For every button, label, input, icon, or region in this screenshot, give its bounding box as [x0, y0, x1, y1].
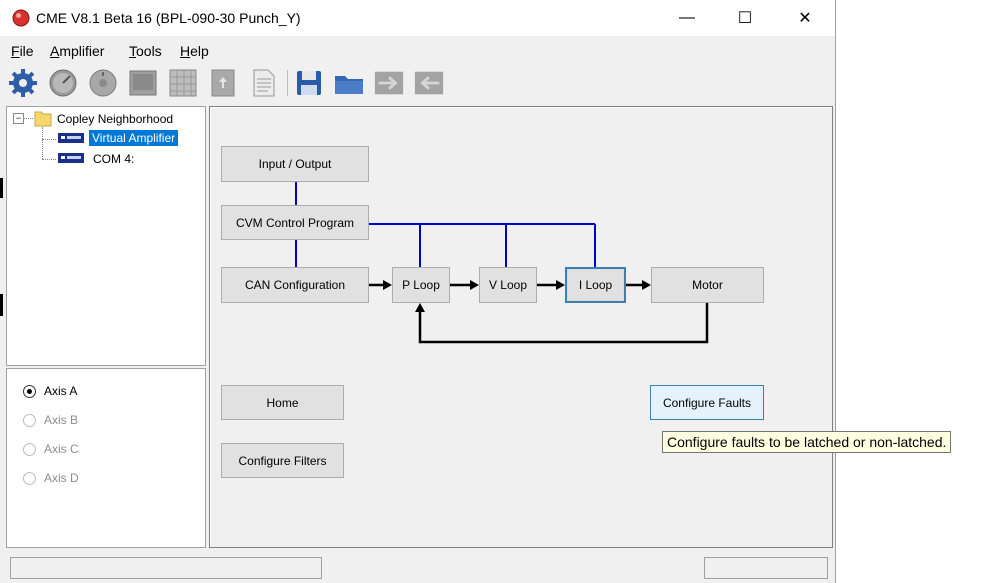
menu-bar: File Amplifier Tools Help	[0, 38, 835, 62]
axis-a-radio[interactable]	[23, 385, 36, 398]
forward-arrow-icon[interactable]	[373, 67, 405, 99]
motor-button[interactable]: Motor	[651, 267, 764, 303]
menu-file[interactable]: File	[11, 43, 34, 59]
axis-c-radio[interactable]	[23, 443, 36, 456]
diagram-connectors	[295, 182, 709, 344]
main-window: CME V8.1 Beta 16 (BPL-090-30 Punch_Y) — …	[0, 0, 836, 583]
amplifier-tree: − Copley Neighborhood Virtual Amplifier …	[6, 106, 206, 366]
close-button[interactable]: ✕	[776, 0, 834, 36]
menu-help[interactable]: Help	[180, 43, 209, 59]
maximize-icon: ☐	[737, 10, 753, 27]
status-bar-left	[10, 557, 322, 579]
background-edge	[0, 294, 3, 316]
tree-item-com4[interactable]: COM 4:	[93, 152, 135, 166]
configure-filters-button[interactable]: Configure Filters	[221, 443, 344, 478]
axis-c-label: Axis C	[44, 442, 79, 456]
folder-icon	[34, 109, 52, 130]
axis-d-label: Axis D	[44, 471, 79, 485]
grid-icon[interactable]	[167, 67, 199, 99]
close-icon: ✕	[798, 10, 812, 27]
can-configuration-button[interactable]: CAN Configuration	[221, 267, 369, 303]
status-bar-right	[704, 557, 828, 579]
gauge-icon[interactable]	[47, 67, 79, 99]
axis-b-label: Axis B	[44, 413, 79, 427]
home-button[interactable]: Home	[221, 385, 344, 420]
background-edge	[0, 178, 3, 198]
axis-a-label: Axis A	[44, 384, 78, 398]
maximize-button[interactable]: ☐	[716, 0, 774, 36]
back-arrow-icon[interactable]	[413, 67, 445, 99]
app-logo-icon	[12, 9, 30, 27]
tree-root-label[interactable]: Copley Neighborhood	[57, 112, 174, 126]
upload-icon[interactable]	[207, 67, 239, 99]
dial-icon[interactable]	[87, 67, 119, 99]
tree-line	[42, 127, 43, 159]
cvm-control-program-button[interactable]: CVM Control Program	[221, 205, 369, 240]
window-title: CME V8.1 Beta 16 (BPL-090-30 Punch_Y)	[36, 10, 301, 26]
toolbar-separator	[287, 70, 288, 96]
toolbar	[0, 62, 835, 102]
amplifier-icon	[58, 132, 84, 147]
configure-faults-tooltip: Configure faults to be latched or non-la…	[662, 431, 952, 453]
v-loop-button[interactable]: V Loop	[479, 267, 537, 303]
configure-faults-button[interactable]: Configure Faults	[650, 385, 764, 420]
minimize-button[interactable]: —	[658, 0, 716, 36]
p-loop-button[interactable]: P Loop	[392, 267, 450, 303]
axis-selector: Axis A Axis B Axis C Axis D	[6, 368, 206, 548]
input-output-button[interactable]: Input / Output	[221, 146, 369, 182]
com-port-icon	[58, 152, 84, 167]
document-icon[interactable]	[247, 67, 279, 99]
tree-line	[42, 159, 56, 160]
scope-icon[interactable]	[127, 67, 159, 99]
save-disk-icon[interactable]	[293, 67, 325, 99]
axis-b-radio[interactable]	[23, 414, 36, 427]
tree-item-virtual-amplifier[interactable]: Virtual Amplifier	[89, 130, 179, 146]
control-loop-diagram: Input / Output CVM Control Program CAN C…	[209, 106, 833, 548]
title-bar: CME V8.1 Beta 16 (BPL-090-30 Punch_Y) — …	[0, 0, 835, 36]
menu-amplifier[interactable]: Amplifier	[50, 43, 105, 59]
settings-gear-icon[interactable]	[7, 67, 39, 99]
tree-connector	[23, 118, 33, 119]
minimize-icon: —	[679, 9, 695, 26]
i-loop-button[interactable]: I Loop	[565, 267, 626, 303]
tree-line	[42, 139, 56, 140]
menu-tools[interactable]: Tools	[129, 43, 162, 59]
open-folder-icon[interactable]	[333, 67, 365, 99]
axis-d-radio[interactable]	[23, 472, 36, 485]
